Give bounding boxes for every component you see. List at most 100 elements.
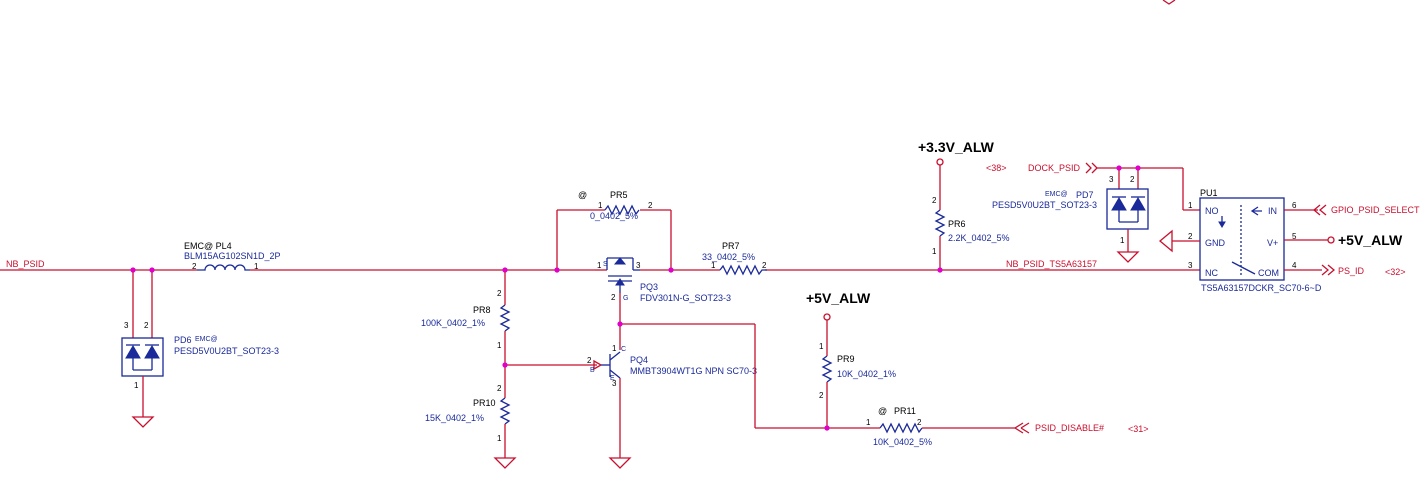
pd7-pin3: 3 [1109, 175, 1114, 184]
pu1-pin-vplus: V+ [1267, 238, 1278, 248]
pr6-pin2: 2 [932, 196, 937, 205]
pr7-pin2: 2 [762, 261, 767, 270]
pr11-at: @ [878, 406, 887, 416]
pu1-pin-com: COM [1258, 268, 1279, 278]
pu1-value: TS5A63157DCKR_SC70-6~D [1201, 283, 1322, 293]
pr7-resistor [719, 264, 767, 276]
gpio-connector-icon [1312, 204, 1327, 216]
pr10-resistor [499, 397, 511, 425]
pq3-value: FDV301N-G_SOT23-3 [640, 293, 731, 303]
pu1-pin6: 6 [1292, 201, 1297, 210]
pq4-pin2: 2 [587, 356, 592, 365]
power-label-3v3: +3.3V_ALW [918, 139, 995, 155]
pr5-at: @ [578, 190, 587, 200]
pr5-resistor [604, 204, 640, 216]
pu1-body [1199, 197, 1285, 281]
pq4-value: MMBT3904WT1G NPN SC70-3 [630, 366, 757, 376]
net-label-psid-disable: PSID_DISABLE# [1035, 423, 1104, 433]
pu1-pin5: 5 [1292, 232, 1297, 241]
pl4-pin1: 1 [254, 262, 259, 271]
pd7-diode-b [1130, 197, 1146, 211]
pq3-mosfet [595, 257, 640, 293]
dock-psid-connector-icon [1085, 162, 1098, 174]
power-label-5v-mid: +5V_ALW [806, 290, 871, 306]
pd6-diode-a [125, 345, 141, 359]
pu1-pin-in: IN [1268, 206, 1277, 216]
pr5-pin1: 1 [598, 201, 603, 210]
pr10-ground-icon [493, 457, 517, 469]
pd7-ref: PD7 [1076, 190, 1094, 200]
junction-dot [502, 362, 508, 368]
pq3-pin1: 1 [597, 261, 602, 270]
pr9-resistor [821, 355, 833, 383]
pr8-pin1: 1 [497, 341, 502, 350]
pr6-ref: PR6 [948, 219, 966, 229]
pd7-diode-a [1111, 197, 1127, 211]
junction-dot [824, 425, 830, 431]
pd6-ref: PD6 [174, 335, 192, 345]
pr8-pin2: 2 [497, 289, 502, 298]
pq3-ref: PQ3 [640, 282, 658, 292]
pr5-ref: PR5 [610, 190, 628, 200]
pq4-c: C [621, 346, 626, 353]
junction-dot [1116, 165, 1122, 171]
pd6-ground-icon [131, 416, 155, 428]
pr7-value: 33_0402_5% [702, 252, 755, 262]
pd7-pin2: 2 [1130, 175, 1135, 184]
pr9-value: 10K_0402_1% [837, 369, 896, 379]
pr9-pin2: 2 [819, 391, 824, 400]
pq3-s: S [603, 261, 608, 268]
junction-dot [130, 267, 136, 273]
pr9-ref: PR9 [837, 354, 855, 364]
pr10-ref: PR10 [473, 398, 496, 408]
net-label-nb-psid: NB_PSID [6, 259, 45, 269]
pd6-diode-b [144, 345, 160, 359]
psid-disable-connector-icon [1014, 422, 1030, 434]
junction-dot [937, 267, 943, 273]
pr11-pin2: 2 [917, 418, 922, 427]
net-label-dock-psid: DOCK_PSID [1028, 163, 1081, 173]
pl4-inductor [197, 264, 250, 271]
pq4-b: B [590, 367, 595, 374]
pu1-in-arrow-icon [1250, 206, 1262, 216]
pr10-pin1: 1 [497, 434, 502, 443]
pq3-g: G [623, 295, 628, 302]
pd6-value: PESD5V0U2BT_SOT23-3 [174, 346, 279, 356]
pr11-pin1: 1 [866, 418, 871, 427]
pr11-resistor [879, 422, 923, 434]
pr11-value: 10K_0402_5% [873, 437, 932, 447]
pd7-emc: EMC@ [1045, 191, 1068, 198]
pq4-pin1: 1 [612, 344, 617, 353]
pq4-e: E [610, 375, 615, 382]
ref-31: <31> [1128, 424, 1149, 434]
pr5-pin2: 2 [648, 201, 653, 210]
junction-dot [617, 321, 623, 327]
pd7-ground-icon [1116, 251, 1140, 263]
pr6-pin1: 1 [932, 247, 937, 256]
pu1-ground-icon [1158, 229, 1173, 253]
junction-dot [1135, 165, 1141, 171]
pu1-pin1: 1 [1188, 201, 1193, 210]
pr8-ref: PR8 [473, 305, 491, 315]
pu1-ref: PU1 [1200, 188, 1218, 198]
junction-dot [554, 267, 560, 273]
pu1-pin-no: NO [1205, 206, 1219, 216]
pr9-pin1: 1 [819, 342, 824, 351]
pu1-switch-icon [1231, 261, 1256, 275]
pq3-pin2: 2 [611, 293, 616, 302]
pq4-ground-icon [608, 457, 632, 469]
pq4-ref: PQ4 [630, 355, 648, 365]
ps-id-connector-icon [1321, 264, 1336, 276]
net-label-ps-id: PS_ID [1338, 266, 1365, 276]
junction-dot [502, 267, 508, 273]
pu1-vplus-power-icon [1327, 236, 1335, 244]
net-label-gpio-psid-select: GPIO_PSID_SELECT [1331, 205, 1420, 215]
pq3-pin3: 3 [636, 261, 641, 270]
pr6-value: 2.2K_0402_5% [948, 233, 1010, 243]
pd6-emc: EMC@ [195, 336, 218, 343]
pr10-value: 15K_0402_1% [425, 413, 484, 423]
pr8-value: 100K_0402_1% [421, 318, 485, 328]
pl4-ref: EMC@ PL4 [184, 241, 232, 251]
pd6-pin2: 2 [144, 321, 149, 330]
